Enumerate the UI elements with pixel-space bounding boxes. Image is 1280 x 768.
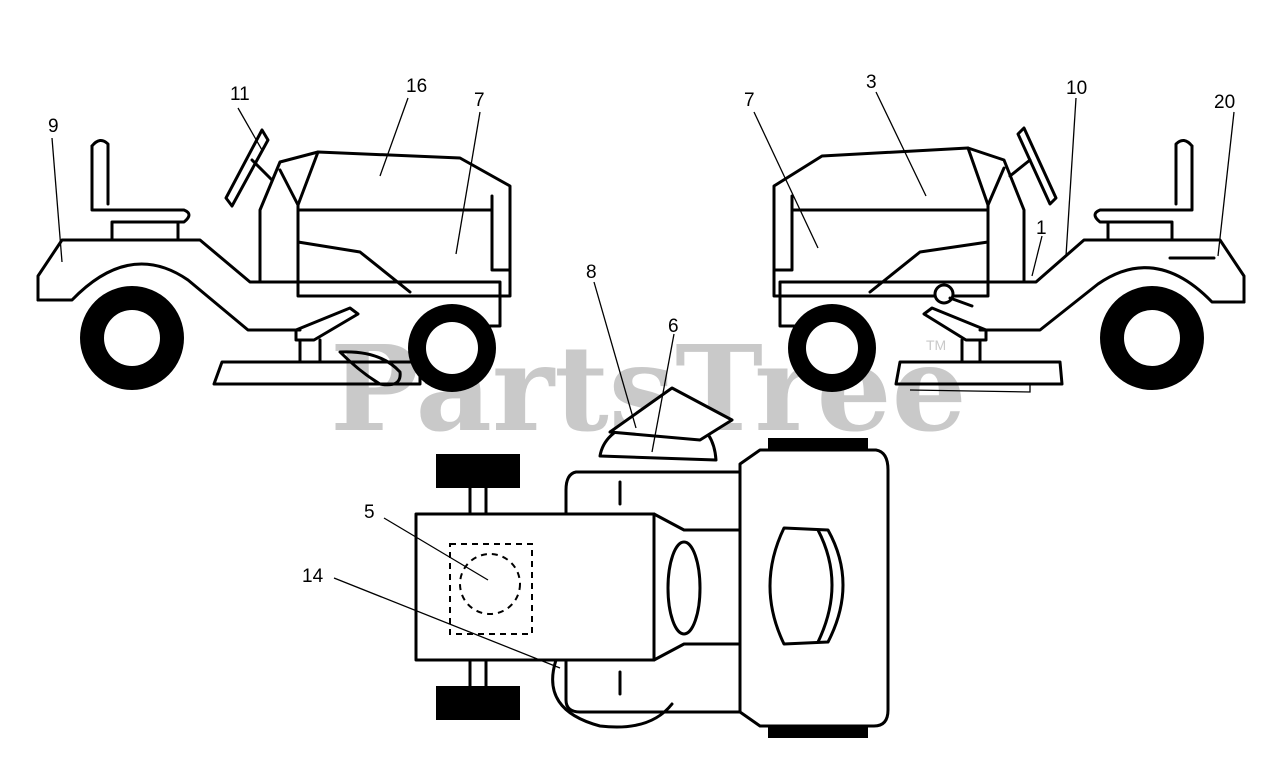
callout-6: 6 — [668, 316, 679, 337]
watermark-trademark: TM — [926, 337, 946, 353]
callout-7-left: 7 — [474, 90, 485, 111]
tractor-top-view — [414, 386, 890, 738]
callout-20: 20 — [1214, 92, 1235, 113]
callout-3: 3 — [866, 72, 877, 93]
callout-11: 11 — [230, 84, 250, 105]
callout-9: 9 — [48, 116, 59, 137]
callout-7-right: 7 — [744, 90, 755, 111]
callout-labels: 9 11 16 7 7 3 10 20 1 8 6 5 14 — [48, 72, 1235, 587]
callout-5: 5 — [364, 502, 375, 523]
callout-8: 8 — [586, 262, 597, 283]
callout-16: 16 — [406, 76, 427, 97]
callout-1: 1 — [1036, 218, 1047, 239]
callout-10: 10 — [1066, 78, 1087, 99]
tractor-right-side-view — [772, 126, 1246, 393]
tractor-left-side-view — [36, 128, 512, 392]
callout-14: 14 — [302, 566, 324, 587]
leader-lines — [51, 91, 1235, 669]
